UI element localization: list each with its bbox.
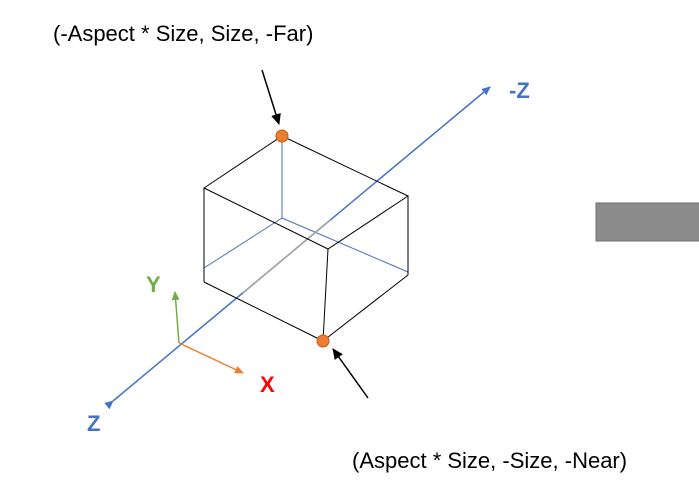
near-corner-point [316, 334, 330, 348]
z-axis-label: Z [87, 411, 100, 436]
far-corner-point [275, 129, 289, 143]
y-axis-line [171, 291, 180, 344]
box-visible-edges [203, 135, 410, 342]
near-corner-pointer-arrow [332, 348, 369, 399]
box-hidden-edges [203, 136, 409, 273]
z-axis-inner-segment [242, 219, 331, 294]
x-axis-line [178, 342, 244, 374]
near-corner-label: (Aspect * Size, -Size, -Near) [352, 448, 627, 473]
far-corner-label: (-Aspect * Size, Size, -Far) [53, 21, 313, 46]
neg-z-axis-label: -Z [509, 78, 530, 103]
y-axis-label: Y [146, 272, 161, 297]
x-axis-label: X [260, 372, 275, 397]
side-bar-shape [595, 202, 699, 242]
far-corner-pointer-arrow [261, 69, 281, 125]
